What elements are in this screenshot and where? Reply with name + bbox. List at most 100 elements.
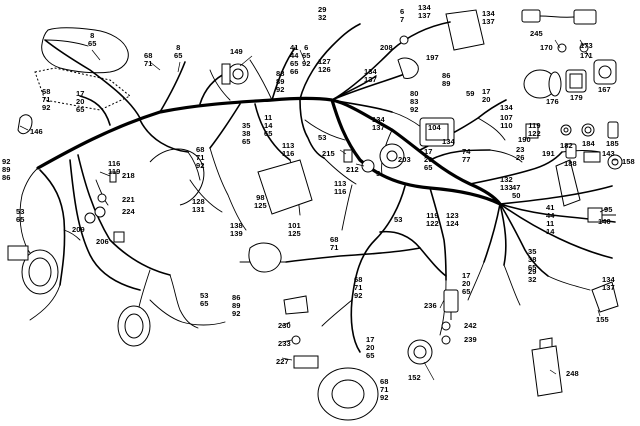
callout-label: 176 bbox=[546, 97, 559, 106]
brake-disc-bottom bbox=[317, 367, 379, 421]
relay-170 bbox=[557, 43, 567, 53]
motor-203 bbox=[379, 143, 405, 169]
clip-233 bbox=[291, 335, 301, 345]
clip-227 bbox=[293, 355, 319, 369]
pipe-146 bbox=[17, 114, 33, 135]
connector-245 bbox=[521, 9, 597, 25]
callout-label: 41 44 65 66 bbox=[290, 43, 299, 76]
module-104 bbox=[419, 117, 455, 147]
callout-label: 92 89 86 bbox=[2, 157, 11, 182]
callout-label: 95 bbox=[604, 205, 613, 214]
callout-label: 242 bbox=[464, 321, 477, 330]
part-185 bbox=[607, 121, 619, 139]
callout-label: 29 32 bbox=[528, 267, 537, 284]
callout-label: 35 38 65 bbox=[528, 247, 537, 272]
callout-label: 8 65 bbox=[174, 43, 183, 60]
socket-167 bbox=[593, 59, 617, 85]
callout-label: 119 122 bbox=[528, 121, 541, 138]
callout-label: 35 38 65 bbox=[242, 121, 251, 146]
callout-label: 173 bbox=[580, 41, 593, 50]
callout-label: 170 bbox=[540, 43, 553, 52]
callout-label: 134 137 bbox=[372, 115, 385, 132]
part-184 bbox=[581, 123, 595, 137]
clip-206 bbox=[113, 231, 125, 243]
callout-label: 116 119 bbox=[108, 159, 121, 176]
callout-label: 236 bbox=[424, 301, 437, 310]
washer-209 bbox=[84, 212, 96, 224]
callout-label: 74 77 bbox=[462, 147, 471, 164]
callout-label: 134 137 bbox=[418, 3, 431, 20]
callout-label: 149 bbox=[230, 47, 243, 56]
callout-label: 152 bbox=[408, 373, 421, 382]
callout-label: 155 bbox=[596, 315, 609, 324]
callout-label: 41 44 11 14 bbox=[546, 203, 555, 236]
callout-label: 230 bbox=[278, 321, 291, 330]
callout-label: 140 bbox=[598, 217, 611, 226]
washer-224 bbox=[94, 206, 106, 218]
horn-197 bbox=[397, 57, 419, 79]
callout-label: 23 26 bbox=[516, 145, 525, 162]
socket-179 bbox=[565, 69, 587, 93]
callout-label: 6 65 92 bbox=[302, 43, 311, 68]
callout-label: 134 bbox=[500, 103, 513, 112]
callout-label: 134 137 bbox=[482, 9, 495, 26]
battery-housing bbox=[41, 27, 129, 74]
callout-label: 53 65 bbox=[16, 207, 25, 224]
callout-label: 134 bbox=[442, 137, 455, 146]
callout-label: 218 bbox=[122, 171, 135, 180]
callout-label: 206 bbox=[96, 237, 109, 246]
callout-label: 158 bbox=[622, 157, 635, 166]
callout-label: 5 bbox=[376, 169, 381, 178]
nut-242 bbox=[441, 321, 451, 331]
clip-208 bbox=[399, 35, 409, 45]
callout-label: 134 137 bbox=[602, 275, 615, 292]
callout-label: 88 89 92 bbox=[276, 69, 285, 94]
callout-label: 188 bbox=[564, 159, 577, 168]
component-149 bbox=[221, 63, 249, 85]
part-182 bbox=[560, 124, 572, 136]
leader-lines bbox=[19, 39, 618, 381]
callout-label: 143 bbox=[602, 149, 615, 158]
callout-label: 17 20 65 bbox=[424, 147, 433, 172]
callout-label: 212 bbox=[346, 165, 359, 174]
box-248 bbox=[531, 337, 563, 397]
main-harness-trunk bbox=[36, 96, 502, 206]
part-188 bbox=[565, 143, 577, 159]
brake-disc-left bbox=[149, 148, 205, 206]
callout-label: 209 bbox=[72, 225, 85, 234]
lamp-158 bbox=[607, 154, 623, 170]
callout-label: 182 bbox=[560, 141, 573, 150]
callout-label: 167 bbox=[598, 85, 611, 94]
callout-label: 53 bbox=[318, 133, 327, 142]
callout-label: 80 83 92 bbox=[410, 89, 419, 114]
callout-label: 68 71 92 bbox=[354, 275, 363, 300]
left-headlamp bbox=[7, 245, 59, 295]
connector-212 bbox=[361, 159, 375, 173]
callout-label: 127 126 bbox=[318, 57, 331, 74]
callout-label: 47 50 bbox=[512, 183, 521, 200]
callout-label: 86 89 bbox=[442, 71, 451, 88]
callout-label: 179 bbox=[570, 93, 583, 102]
callout-label: 197 bbox=[426, 53, 439, 62]
clip-218 bbox=[109, 171, 117, 183]
callout-label: 190 bbox=[518, 135, 531, 144]
callout-label: 208 bbox=[380, 43, 393, 52]
callout-label: 203 bbox=[398, 155, 411, 164]
callout-label: 138 139 bbox=[230, 221, 243, 238]
sensor-152 bbox=[407, 339, 433, 365]
relay-module bbox=[257, 159, 313, 215]
left-horn bbox=[117, 305, 151, 347]
callout-label: 227 bbox=[276, 357, 289, 366]
callout-label: 98 125 bbox=[254, 193, 267, 210]
callout-label: 123 124 bbox=[446, 211, 459, 228]
callout-label: 233 bbox=[278, 339, 291, 348]
callout-label: 17 20 bbox=[482, 87, 491, 104]
callout-label: 53 65 bbox=[200, 291, 209, 308]
nut-239 bbox=[441, 335, 451, 345]
lamp-143 bbox=[583, 151, 601, 163]
relay-173 bbox=[579, 43, 589, 53]
relay-box-top bbox=[445, 9, 485, 51]
callout-label: 68 71 92 bbox=[196, 145, 205, 170]
callout-label: 128 131 bbox=[192, 197, 205, 214]
